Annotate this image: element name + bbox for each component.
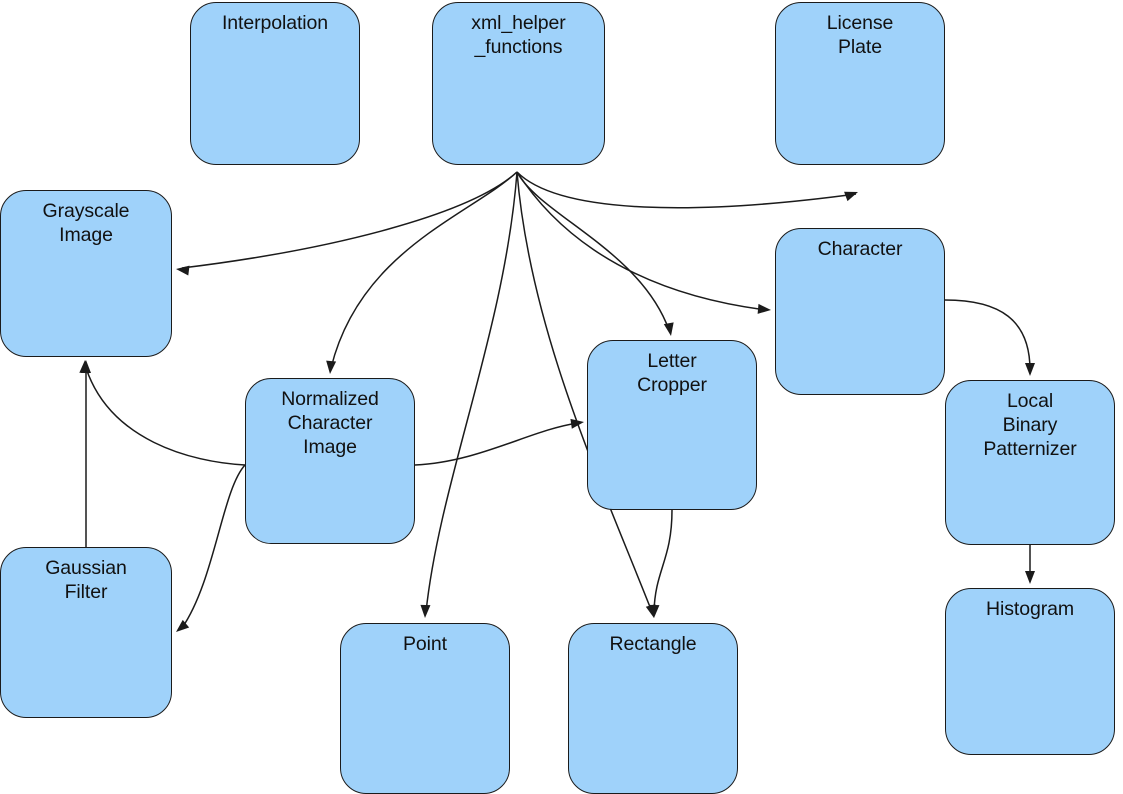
arrowhead-icon bbox=[757, 303, 771, 314]
node-point[interactable]: Point bbox=[340, 623, 510, 794]
node-license-plate[interactable]: License Plate bbox=[775, 2, 945, 165]
edge-xml_helper_functions-to-license_plate bbox=[516, 171, 858, 209]
arrowhead-icon bbox=[420, 604, 431, 618]
edge-line bbox=[653, 509, 673, 613]
edge-line bbox=[944, 299, 1031, 371]
edge-local_binary_patternizer-to-histogram bbox=[1025, 545, 1035, 584]
arrowhead-icon bbox=[570, 418, 584, 429]
edge-letter_cropper-to-rectangle bbox=[649, 509, 673, 618]
arrowhead-icon bbox=[176, 619, 190, 632]
edge-line bbox=[330, 171, 518, 369]
node-label: Histogram bbox=[986, 598, 1074, 620]
node-grayscale-image[interactable]: Grayscale Image bbox=[0, 190, 172, 357]
edge-gaussian_filter-to-grayscale_image bbox=[81, 360, 91, 547]
node-label: Letter Cropper bbox=[637, 350, 707, 396]
node-histogram[interactable]: Histogram bbox=[945, 588, 1115, 755]
edge-xml_helper_functions-to-grayscale_image bbox=[176, 171, 518, 276]
edge-line bbox=[181, 171, 518, 269]
arrowhead-icon bbox=[844, 191, 858, 202]
node-label: Local Binary Patternizer bbox=[983, 390, 1077, 460]
node-normalized-character-image[interactable]: Normalized Character Image bbox=[245, 378, 415, 544]
edge-line bbox=[425, 171, 518, 613]
node-local-binary-patternizer[interactable]: Local Binary Patternizer bbox=[945, 380, 1115, 545]
edge-normalized_character_image-to-gaussian_filter bbox=[176, 464, 246, 632]
edge-line bbox=[85, 367, 246, 466]
node-label: Interpolation bbox=[221, 12, 329, 34]
arrowhead-icon bbox=[663, 322, 674, 336]
arrowhead-icon bbox=[326, 360, 337, 374]
edge-xml_helper_functions-to-normalized_character_image bbox=[326, 171, 518, 374]
edge-line bbox=[414, 422, 579, 466]
edge-normalized_character_image-to-letter_cropper bbox=[414, 418, 584, 466]
arrowhead-icon bbox=[1025, 363, 1035, 376]
edge-line bbox=[516, 171, 653, 613]
node-label: License Plate bbox=[826, 12, 894, 58]
edge-xml_helper_functions-to-point bbox=[420, 171, 518, 618]
arrowhead-icon bbox=[81, 360, 91, 373]
node-label: Rectangle bbox=[609, 633, 697, 655]
edge-xml_helper_functions-to-letter_cropper bbox=[516, 171, 674, 336]
node-label: Grayscale Image bbox=[42, 200, 130, 246]
node-label: Gaussian Filter bbox=[45, 557, 127, 603]
edge-line bbox=[516, 171, 767, 311]
arrowhead-icon bbox=[176, 265, 190, 276]
node-xml-helper-functions[interactable]: xml_helper _functions bbox=[432, 2, 605, 165]
node-label: Character bbox=[817, 238, 903, 260]
node-label: Normalized Character Image bbox=[281, 388, 379, 458]
node-gaussian-filter[interactable]: Gaussian Filter bbox=[0, 547, 172, 718]
node-letter-cropper[interactable]: Letter Cropper bbox=[587, 340, 757, 510]
edge-normalized_character_image-to-grayscale_image bbox=[79, 360, 246, 466]
node-interpolation[interactable]: Interpolation bbox=[190, 2, 360, 165]
edge-character-to-local_binary_patternizer bbox=[944, 299, 1035, 376]
arrowhead-icon bbox=[1025, 571, 1035, 584]
edge-line bbox=[516, 171, 857, 209]
node-rectangle[interactable]: Rectangle bbox=[568, 623, 738, 794]
node-label: xml_helper _functions bbox=[471, 12, 566, 58]
node-label: Point bbox=[403, 633, 447, 655]
edge-line bbox=[516, 171, 670, 331]
arrowhead-icon bbox=[649, 604, 660, 618]
node-character[interactable]: Character bbox=[775, 228, 945, 395]
edge-line bbox=[181, 464, 246, 629]
edge-xml_helper_functions-to-character bbox=[516, 171, 771, 314]
